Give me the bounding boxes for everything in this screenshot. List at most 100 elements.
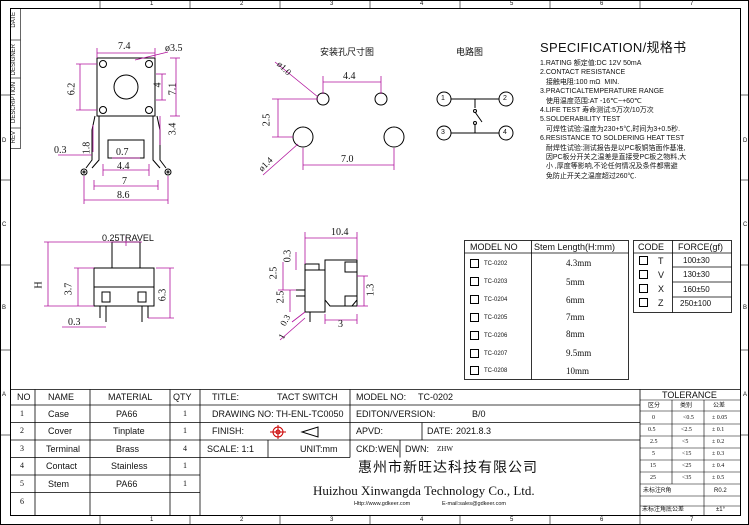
- date-label: DATE:: [427, 426, 453, 436]
- tolerance-cell: 0.5: [648, 427, 656, 433]
- tolerance-cell: ± 0.5: [712, 475, 725, 481]
- tolerance-r-value: R0.2: [714, 488, 727, 494]
- hole-dimensions: [262, 61, 395, 176]
- rev-label: REV: [11, 131, 17, 144]
- model-checkbox[interactable]: [470, 313, 479, 322]
- inner-border: [10, 8, 741, 516]
- dimension-label: ø3.5: [165, 43, 183, 54]
- model-checkbox[interactable]: [470, 349, 479, 358]
- bom-name: Contact: [46, 461, 78, 471]
- spec-line: 3.PRACTICALTEMPERATURE RANGE: [540, 88, 664, 96]
- dimension-label: 7.0: [341, 154, 354, 165]
- bom-qty: 4: [183, 444, 187, 453]
- model-checkbox[interactable]: [470, 331, 479, 340]
- tolerance-cell: <15: [682, 451, 692, 457]
- tolerance-cell: <0.5: [683, 415, 694, 421]
- edition-value: B/0: [472, 409, 486, 419]
- model-checkbox[interactable]: [470, 366, 479, 375]
- frame-number: 6: [600, 1, 604, 7]
- frame-number: 5: [510, 517, 514, 523]
- force-value: 130±30: [683, 270, 710, 279]
- apvd-label: APVD:: [356, 426, 384, 436]
- top-view: [80, 57, 172, 176]
- bom-no: 5: [20, 479, 24, 488]
- dimension-label: 3.4: [167, 122, 179, 136]
- frame-letter: C: [2, 222, 7, 228]
- bom-no: 6: [20, 497, 24, 506]
- finish-label: FINISH:: [212, 426, 245, 436]
- bom-name: Stem: [48, 479, 70, 489]
- model-no: TC-0203: [484, 279, 508, 285]
- rev-label: DESCRIPTION: [11, 82, 17, 124]
- frame-letter: A: [2, 392, 7, 398]
- unit-label: UNIT:mm: [300, 444, 338, 454]
- dimension-label: 0.3: [282, 249, 294, 263]
- force-table-header: FORCE(gf): [678, 242, 723, 252]
- stem-length: 7mm: [566, 312, 585, 322]
- dimension-label: 1.8: [81, 141, 93, 155]
- bom-no: 4: [20, 461, 24, 470]
- cone-symbol: [300, 426, 319, 438]
- bom-qty: 1: [183, 461, 187, 470]
- force-checkbox[interactable]: [639, 284, 648, 293]
- frame-number: 7: [690, 1, 694, 7]
- model-checkbox[interactable]: [470, 277, 479, 286]
- model-checkbox[interactable]: [470, 259, 479, 268]
- circuit-diagram: [436, 91, 514, 141]
- force-code: V: [658, 270, 665, 280]
- frame-number: 3: [330, 517, 334, 523]
- tolerance-cell: 25: [650, 475, 656, 481]
- tolerance-cell: ± 0.2: [712, 439, 725, 445]
- front-view-dimensions: [44, 236, 174, 328]
- tolerance-cell: 0: [652, 415, 655, 421]
- tolerance-cell: <2.5: [681, 427, 692, 433]
- bom-material: PA66: [116, 479, 138, 489]
- tolerance-cell: ± 0.4: [712, 463, 725, 469]
- stem-length: 8mm: [566, 329, 585, 339]
- model-no: TC-0202: [484, 261, 508, 267]
- force-checkbox[interactable]: [639, 298, 648, 307]
- tolerance-title: TOLERANCE: [662, 390, 717, 400]
- top-view-dimensions: [58, 48, 180, 204]
- side-view: [296, 259, 358, 322]
- tolerance-cell: ± 0.1: [712, 427, 725, 433]
- bom-header: NAME: [48, 392, 75, 402]
- bom-qty: 1: [183, 426, 187, 435]
- dwn-value: ZHW: [437, 445, 453, 453]
- force-table-header: CODE: [638, 242, 665, 252]
- spec-line: 5.SOLDERABILITY TEST: [540, 116, 621, 124]
- scale-label: SCALE: 1:1: [207, 444, 255, 454]
- bom-header: NO: [17, 392, 31, 402]
- dwn-label: DWN:: [405, 444, 429, 454]
- dimension-label: 2.5: [261, 113, 273, 127]
- bom-qty: 1: [183, 409, 187, 418]
- title-label: TITLE:: [212, 392, 240, 402]
- model-checkbox[interactable]: [470, 295, 479, 304]
- spec-line: 耐焊性试验:测试报告是以PC板铜箔面作基准,: [540, 144, 686, 152]
- force-table-grid: [633, 240, 732, 313]
- frame-number: 2: [240, 517, 244, 523]
- ckd-label: CKD:: [356, 444, 378, 454]
- model-no: TC-0205: [484, 315, 508, 321]
- hole-layout: [292, 92, 405, 148]
- tolerance-cell: ± 0.3: [712, 451, 725, 457]
- bom-no: 1: [20, 409, 24, 418]
- projection-symbol: [270, 425, 286, 439]
- force-checkbox[interactable]: [639, 270, 648, 279]
- spec-line: 使用温度范围:AT -16℃~+60℃: [540, 97, 642, 105]
- company-cn: 惠州市新旺达科技有限公司: [358, 461, 538, 476]
- bom-material: PA66: [116, 409, 138, 419]
- pin-label: 3: [441, 129, 445, 136]
- force-checkbox[interactable]: [639, 256, 648, 265]
- dimension-label: 7: [122, 176, 127, 187]
- dimension-label: 7.1: [167, 82, 179, 96]
- frame-letter: C: [743, 222, 748, 228]
- frame-number: 4: [420, 1, 424, 7]
- drawing-title: TACT SWITCH: [277, 392, 338, 402]
- date-value: 2021.8.3: [456, 426, 492, 436]
- frame-letter: B: [2, 305, 7, 311]
- circuit-title: 电路图: [456, 47, 484, 57]
- frame-number: 4: [420, 517, 424, 523]
- force-value: 160±50: [683, 285, 710, 294]
